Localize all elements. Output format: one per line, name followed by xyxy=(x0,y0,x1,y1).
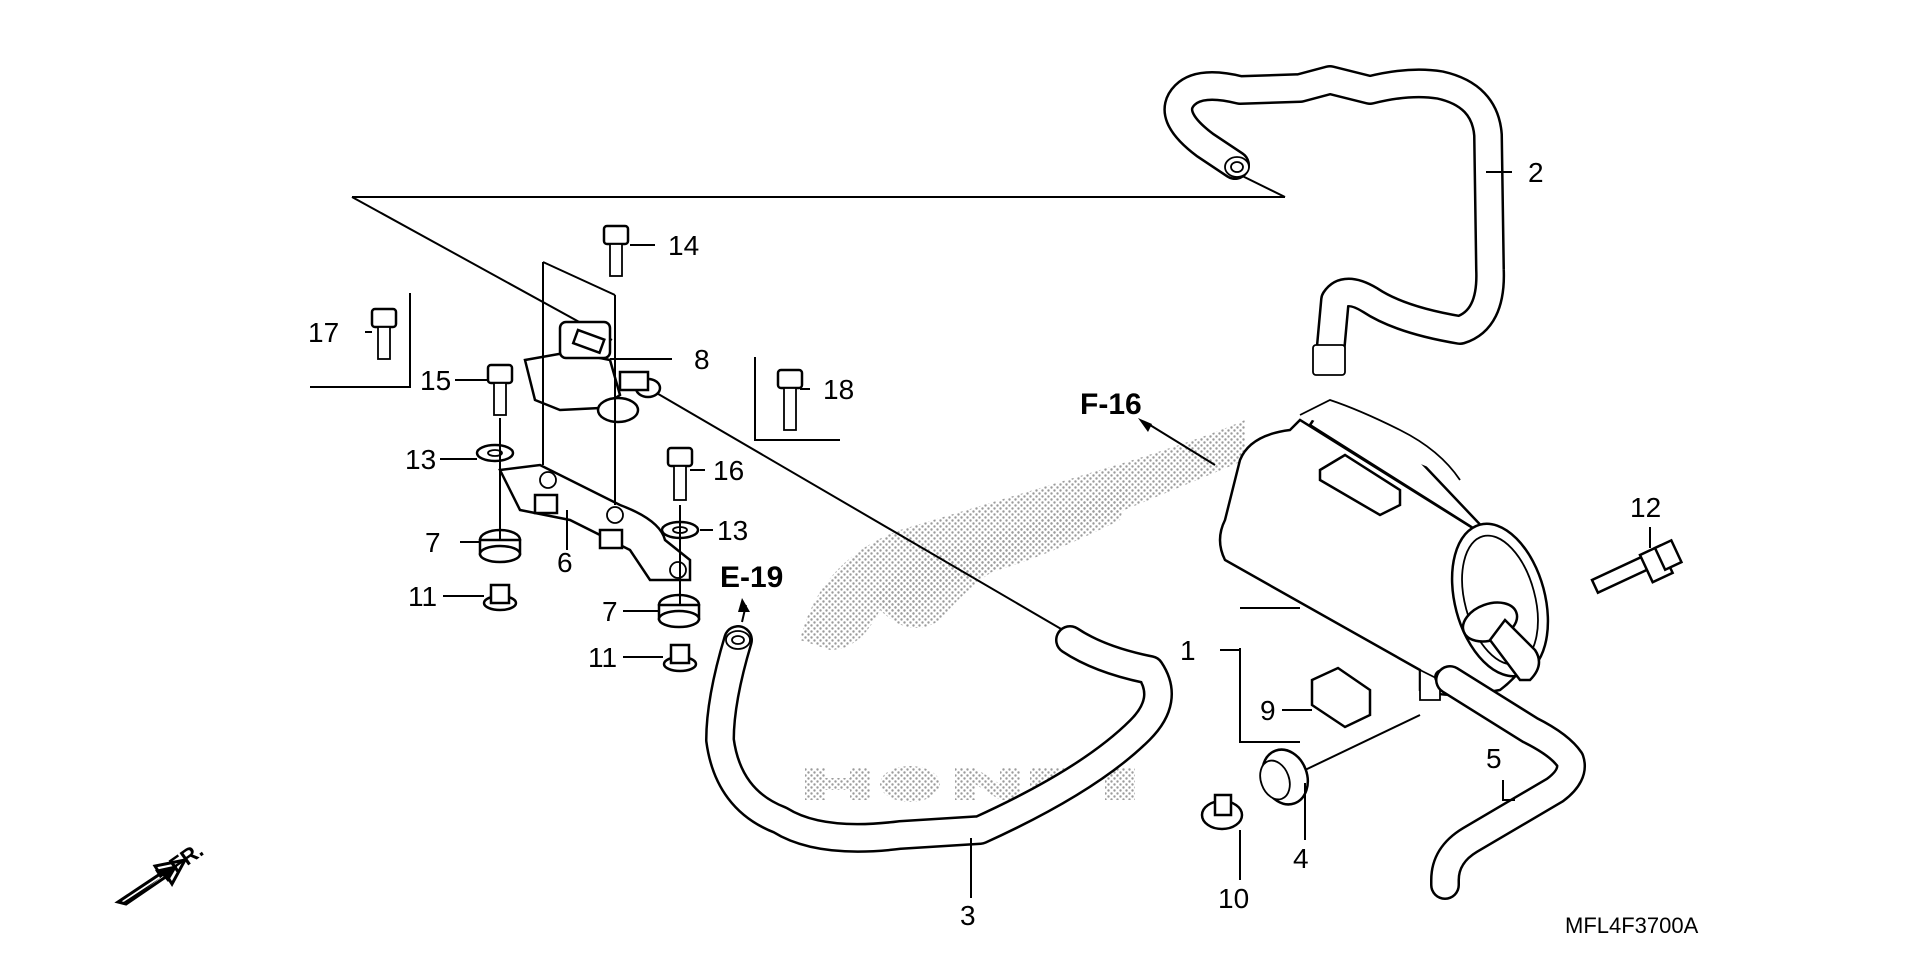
callout-leaders xyxy=(365,171,1651,898)
front-direction-arrow: FR. xyxy=(114,837,208,906)
solenoid-valve-8 xyxy=(523,320,662,424)
diagram-code: MFL4F3700A xyxy=(1565,913,1699,938)
callout-10: 10 xyxy=(1218,883,1249,914)
hose-5 xyxy=(1430,665,1586,900)
guide-lines xyxy=(351,164,1286,641)
collar-11-left xyxy=(482,583,518,612)
callout-17: 17 xyxy=(308,317,339,348)
washer-13-left xyxy=(475,443,515,463)
callout-4: 4 xyxy=(1293,843,1309,874)
callout-2: 2 xyxy=(1528,157,1544,188)
callout-13-left: 13 xyxy=(405,444,436,475)
bolt-16 xyxy=(666,446,694,501)
bolt-15 xyxy=(486,363,514,416)
assembly-guides xyxy=(310,261,840,605)
callout-6: 6 xyxy=(557,547,573,578)
callout-13-right: 13 xyxy=(717,515,748,546)
callout-12: 12 xyxy=(1630,492,1661,523)
callout-9: 9 xyxy=(1260,695,1276,726)
callout-14: 14 xyxy=(668,230,699,261)
grommet-4 xyxy=(1259,714,1421,806)
reference-f16: F-16 xyxy=(1080,388,1142,421)
honda-wing-watermark xyxy=(800,420,1245,802)
callout-16: 16 xyxy=(713,455,744,486)
bolt-18 xyxy=(776,368,804,431)
bolt-12 xyxy=(1590,538,1684,595)
callout-7-left: 7 xyxy=(425,527,441,558)
bracket-6 xyxy=(498,463,692,582)
canister xyxy=(1138,399,1550,701)
callout-11-right: 11 xyxy=(588,642,617,673)
callout-1: 1 xyxy=(1180,635,1196,666)
hose-3 xyxy=(705,598,1173,853)
block-9 xyxy=(1310,666,1372,729)
reference-e19: E-19 xyxy=(720,561,783,594)
cap-10 xyxy=(1200,793,1244,831)
hose-2 xyxy=(1163,65,1506,376)
callout-18: 18 xyxy=(823,374,854,405)
callout-11-left: 11 xyxy=(408,581,437,612)
bolt-17 xyxy=(370,307,398,360)
collar-11-right xyxy=(662,643,698,673)
callout-5: 5 xyxy=(1486,743,1502,774)
bolt-14 xyxy=(602,224,630,277)
callout-3: 3 xyxy=(960,900,976,931)
callout-8: 8 xyxy=(694,344,710,375)
bushing-7-right xyxy=(657,593,701,629)
callout-7-right: 7 xyxy=(602,596,618,627)
callout-15: 15 xyxy=(420,365,451,396)
